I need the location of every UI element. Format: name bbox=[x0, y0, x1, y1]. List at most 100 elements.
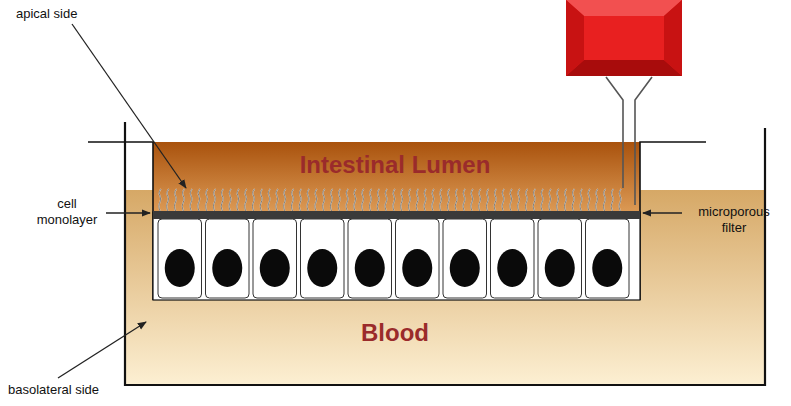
microvillus bbox=[479, 189, 481, 211]
microvillus bbox=[572, 189, 574, 211]
microvillus bbox=[510, 189, 512, 211]
microvillus bbox=[268, 189, 270, 211]
microvillus bbox=[346, 189, 348, 211]
microvillus bbox=[611, 189, 613, 211]
microvillus bbox=[175, 189, 177, 211]
microporous-filter bbox=[153, 211, 640, 219]
microvillus bbox=[424, 189, 426, 211]
microvillus bbox=[268, 189, 270, 211]
part-label: basolateral side bbox=[8, 382, 148, 398]
cell-layer bbox=[153, 212, 640, 300]
microvillus bbox=[221, 189, 223, 211]
microvillus bbox=[541, 189, 543, 211]
microvillus bbox=[323, 189, 325, 211]
microvillus bbox=[440, 189, 442, 211]
cell-nucleus bbox=[497, 249, 527, 287]
microvillus bbox=[557, 189, 559, 211]
microvillus bbox=[487, 189, 489, 211]
region-label: Blood bbox=[295, 318, 495, 348]
cell-nucleus bbox=[355, 249, 385, 287]
cell-body bbox=[253, 219, 297, 298]
microvillus bbox=[526, 189, 528, 211]
cell-body bbox=[158, 219, 202, 298]
microvillus bbox=[526, 189, 528, 211]
microvillus bbox=[284, 189, 286, 211]
microvillus bbox=[331, 189, 333, 211]
microvillus bbox=[159, 189, 161, 211]
cell-nucleus bbox=[307, 249, 337, 287]
cell-body bbox=[348, 219, 392, 298]
microvillus bbox=[362, 189, 364, 211]
microvillus bbox=[307, 189, 309, 211]
microvillus bbox=[533, 189, 535, 211]
electrode bbox=[566, 0, 682, 205]
microvillus bbox=[455, 189, 457, 211]
microvillus bbox=[533, 189, 535, 211]
microvillus bbox=[416, 189, 418, 211]
microvillus bbox=[167, 189, 169, 211]
microvillus bbox=[596, 189, 598, 211]
cell-nucleus bbox=[260, 249, 290, 287]
microvillus bbox=[229, 189, 231, 211]
microvillus bbox=[619, 189, 621, 211]
microvillus bbox=[409, 189, 411, 211]
microvillus bbox=[479, 189, 481, 211]
cell-body bbox=[301, 219, 345, 298]
microvillus bbox=[362, 189, 364, 211]
microvillus bbox=[502, 189, 504, 211]
microvillus bbox=[455, 189, 457, 211]
cell-body bbox=[443, 219, 487, 298]
microvillus bbox=[276, 189, 278, 211]
insert-wall bbox=[88, 142, 153, 300]
microvillus bbox=[541, 189, 543, 211]
microvillus bbox=[549, 189, 551, 211]
microvillus bbox=[370, 189, 372, 211]
microvillus bbox=[253, 189, 255, 211]
microvillus bbox=[487, 189, 489, 211]
microvillus bbox=[338, 189, 340, 211]
microvillus bbox=[292, 189, 294, 211]
cell-body bbox=[586, 219, 630, 298]
microvillus bbox=[448, 189, 450, 211]
region-label: Intestinal Lumen bbox=[265, 150, 525, 180]
microvillus bbox=[377, 189, 379, 211]
microvillus bbox=[448, 189, 450, 211]
microvillus bbox=[401, 189, 403, 211]
microvillus bbox=[588, 189, 590, 211]
microvillus bbox=[588, 189, 590, 211]
microvillus bbox=[463, 189, 465, 211]
microvillus bbox=[370, 189, 372, 211]
apical-medium bbox=[153, 142, 640, 212]
microvillus bbox=[510, 189, 512, 211]
microvillus bbox=[229, 189, 231, 211]
microvillus bbox=[331, 189, 333, 211]
microvillus bbox=[338, 189, 340, 211]
microvillus bbox=[198, 189, 200, 211]
epithelial-cells bbox=[158, 219, 629, 298]
microvillus bbox=[206, 189, 208, 211]
cell-nucleus bbox=[592, 249, 622, 287]
cell-nucleus bbox=[212, 249, 242, 287]
microvillus bbox=[190, 189, 192, 211]
microvillus bbox=[432, 189, 434, 211]
part-label: cell monolayer bbox=[30, 196, 104, 229]
microvillus bbox=[245, 189, 247, 211]
microvillus bbox=[284, 189, 286, 211]
microvillus bbox=[214, 189, 216, 211]
leader-lines bbox=[58, 24, 682, 378]
microvillus bbox=[190, 189, 192, 211]
microvillus bbox=[276, 189, 278, 211]
microvillus bbox=[292, 189, 294, 211]
microvillus bbox=[377, 189, 379, 211]
microvillus bbox=[159, 189, 161, 211]
microvilli bbox=[159, 189, 621, 211]
microvillus bbox=[237, 189, 239, 211]
microvillus bbox=[237, 189, 239, 211]
microvillus bbox=[175, 189, 177, 211]
microvillus bbox=[518, 189, 520, 211]
microvillus bbox=[354, 189, 356, 211]
microvillus bbox=[385, 189, 387, 211]
microvillus bbox=[214, 189, 216, 211]
microvillus bbox=[323, 189, 325, 211]
microvillus bbox=[518, 189, 520, 211]
